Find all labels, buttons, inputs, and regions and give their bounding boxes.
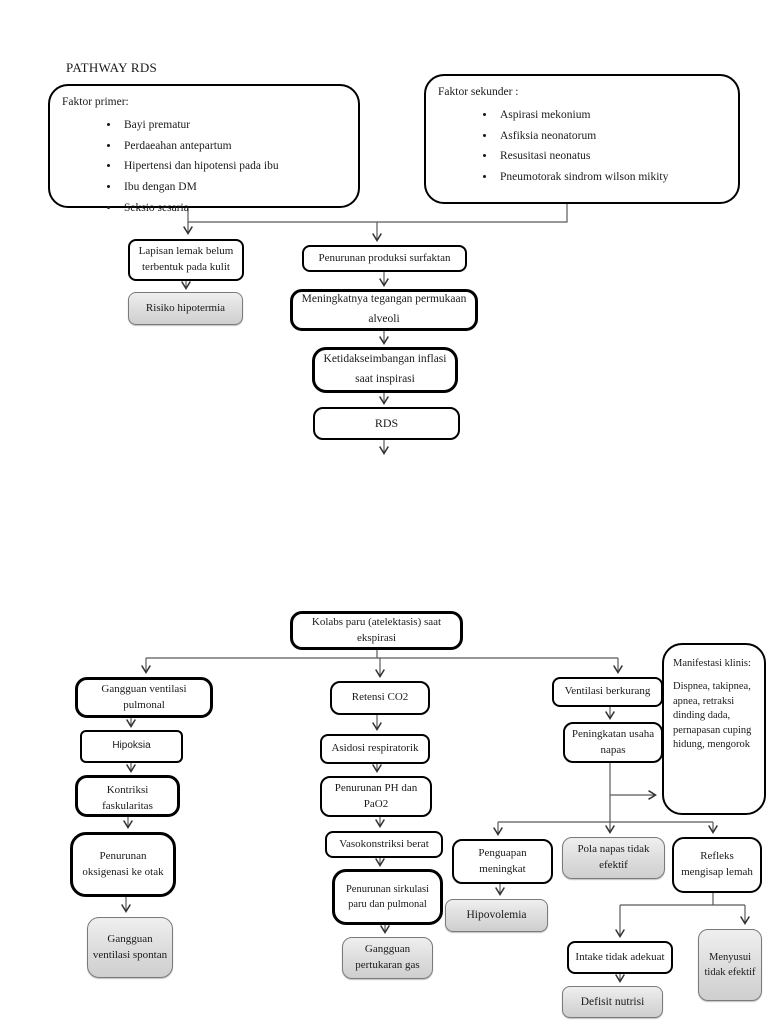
node-gangguan-ventilasi-pulmonal: Gangguan ventilasi pulmonal <box>75 677 213 718</box>
node-penurunan-surfaktan: Penurunan produksi surfaktan <box>302 245 467 272</box>
node-ventilasi-berkurang: Ventilasi berkurang <box>552 677 663 707</box>
faktor-primer-list: Bayi prematur Perdaeahan antepartum Hipe… <box>62 117 346 216</box>
faktor-sekunder-list: Aspirasi mekonium Asfiksia neonatorum Re… <box>438 107 726 186</box>
node-pola-napas-tidak-efektif: Pola napas tidak efektif <box>562 837 665 879</box>
faktor-primer-label: Faktor primer: <box>62 96 129 108</box>
list-item: Bayi prematur <box>120 117 346 134</box>
manifestasi-label: Manifestasi klinis: <box>673 658 751 669</box>
list-item: Ibu dengan DM <box>120 179 346 196</box>
page-title: PATHWAY RDS <box>66 60 158 75</box>
node-hipovolemia: Hipovolemia <box>445 899 548 932</box>
faktor-sekunder-box: Faktor sekunder : Aspirasi mekonium Asfi… <box>424 74 740 204</box>
list-item: Perdaeahan antepartum <box>120 138 346 155</box>
list-item: Seksio sesaria <box>120 200 346 217</box>
node-risiko-hipotermia: Risiko hipotermia <box>128 292 243 325</box>
node-peningkatan-usaha-napas: Peningkatan usaha napas <box>563 722 663 763</box>
list-item: Resusitasi neonatus <box>496 148 726 165</box>
node-menyusui-tidak-efektif: Menyusui tidak efektif <box>698 929 762 1001</box>
node-kontriksi-faskularitas: Kontriksi faskularitas <box>75 775 180 817</box>
node-vasokonstriksi-berat: Vasokonstriksi berat <box>325 831 443 858</box>
list-item: Asfiksia neonatorum <box>496 128 726 145</box>
list-item: Pneumotorak sindrom wilson mikity <box>496 169 726 186</box>
node-hipoksia: Hipoksia <box>80 730 183 763</box>
node-intake-tidak-adekuat: Intake tidak adekuat <box>567 941 673 974</box>
node-asidosi-respiratorik: Asidosi respiratorik <box>320 734 430 764</box>
node-rds: RDS <box>313 407 460 440</box>
node-penurunan-oksigenasi: Penurunan oksigenasi ke otak <box>70 832 176 897</box>
node-penguapan-meningkat: Penguapan meningkat <box>452 839 553 884</box>
node-tegangan-permukaan: Meningkatnya tegangan permukaan alveoli <box>290 289 478 331</box>
node-gangguan-pertukaran-gas: Gangguan pertukaran gas <box>342 937 433 979</box>
node-defisit-nutrisi: Defisit nutrisi <box>562 986 663 1018</box>
node-ketidakseimbangan-inflasi: Ketidakseimbangan inflasi saat inspirasi <box>312 347 458 393</box>
faktor-sekunder-label: Faktor sekunder : <box>438 86 519 98</box>
manifestasi-text: Dispnea, takipnea, apnea, retraksi dindi… <box>673 681 752 751</box>
node-kolabs-paru: Kolabs paru (atelektasis) saat ekspirasi <box>290 611 463 650</box>
node-gangguan-ventilasi-spontan: Gangguan ventilasi spontan <box>87 917 173 978</box>
node-lapisan-lemak: Lapisan lemak belum terbentuk pada kulit <box>128 239 244 281</box>
list-item: Hipertensi dan hipotensi pada ibu <box>120 158 346 175</box>
node-retensi-co2: Retensi CO2 <box>330 681 430 715</box>
node-penurunan-sirkulasi: Penurunan sirkulasi paru dan pulmonal <box>332 869 443 925</box>
manifestasi-klinis-box: Manifestasi klinis: Dispnea, takipnea, a… <box>662 643 766 815</box>
faktor-primer-box: Faktor primer: Bayi prematur Perdaeahan … <box>48 84 360 214</box>
list-item: Aspirasi mekonium <box>496 107 726 124</box>
node-refleks-mengisap-lemah: Refleks mengisap lemah <box>672 837 762 893</box>
node-penurunan-ph-pao2: Penurunan PH dan PaO2 <box>320 776 432 817</box>
